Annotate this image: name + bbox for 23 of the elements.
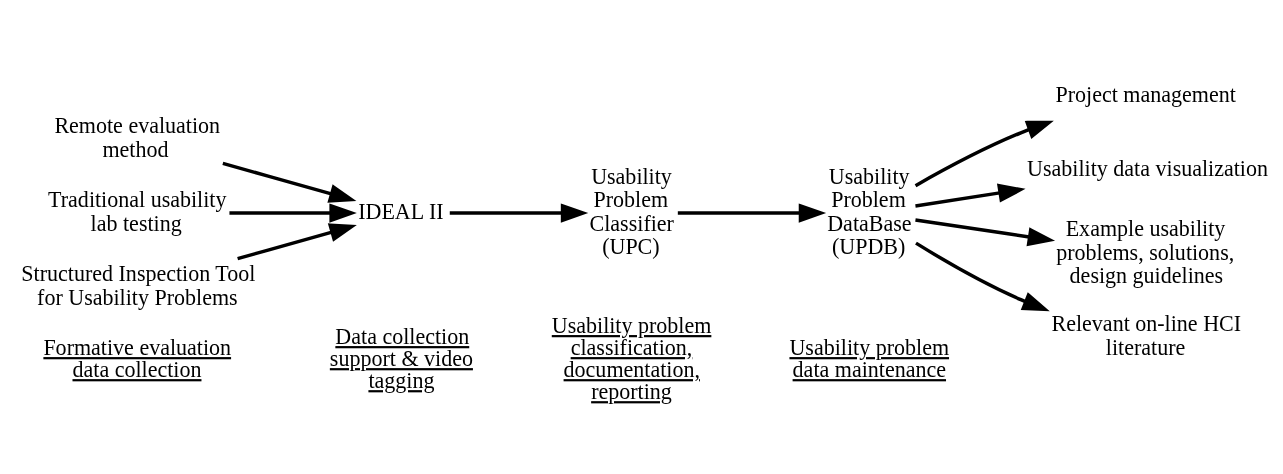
label: Formative evaluation data collection (43, 334, 232, 382)
arrow (914, 120, 1054, 187)
node-text: Structured Inspection Tool for Usability Problems (21, 260, 256, 310)
node-text: Project management (1055, 81, 1236, 107)
node-text: Usability Problem DataBase (UPDB) (827, 163, 912, 259)
arrow (222, 161, 357, 203)
node-text: IDEAL II (358, 198, 444, 224)
arrow (677, 203, 827, 223)
label: Data collection support & video tagging (329, 323, 473, 393)
arrow (915, 217, 1056, 246)
node-text: Usability data visualization (1027, 155, 1269, 181)
node-text: Relevant on-line HCI literature (1051, 310, 1242, 360)
arrow (915, 241, 1050, 311)
node-text: Remote evaluation method (54, 112, 221, 162)
label: Usability problem classification, documentation, reporting (551, 312, 712, 404)
arrow (915, 183, 1026, 208)
arrow (237, 222, 357, 260)
node-text: Usability Problem Classifier (UPC) (589, 163, 674, 259)
arrow (449, 203, 589, 223)
label: Usability problem data maintenance (789, 334, 950, 382)
node-text: Example usability problems, solutions, design guidelines (1056, 215, 1235, 288)
arrow (229, 203, 357, 223)
node-text: Traditional usability lab testing (48, 186, 227, 236)
